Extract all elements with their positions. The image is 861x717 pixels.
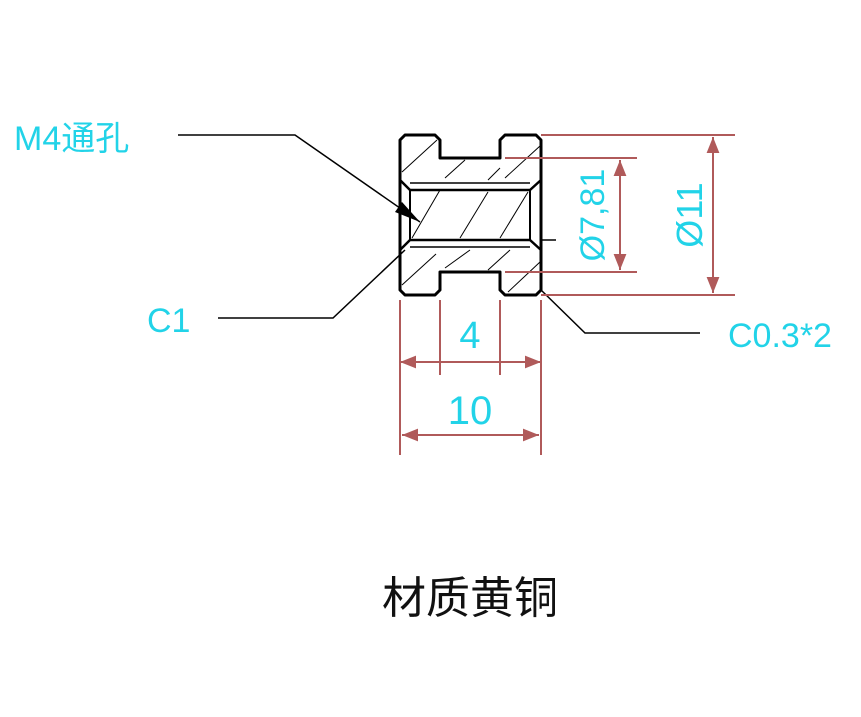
leader-lines <box>178 134 700 334</box>
total-length-label: 10 <box>448 389 493 433</box>
chamfer-inner-label: C1 <box>147 302 190 340</box>
groove-diameter-label: Ø7,81 <box>574 169 612 262</box>
inner-bore-bottom <box>399 238 542 251</box>
part-outline <box>398 133 556 297</box>
thread-hole-label: M4通孔 <box>14 120 129 158</box>
section-hatching <box>401 139 541 293</box>
leader-m4 <box>178 134 421 223</box>
leader-c03 <box>540 289 700 334</box>
chamfer-outer-label: C0.3*2 <box>728 317 832 355</box>
outer-diameter-label: Ø11 <box>669 182 710 247</box>
leader-c1 <box>218 249 406 319</box>
outer-profile <box>398 133 543 297</box>
leader-m4-arrow <box>395 202 420 222</box>
material-caption: 材质黄铜 <box>382 573 558 624</box>
groove-width-label: 4 <box>459 315 480 357</box>
dimension-lines <box>399 134 735 455</box>
inner-bore <box>399 179 542 192</box>
